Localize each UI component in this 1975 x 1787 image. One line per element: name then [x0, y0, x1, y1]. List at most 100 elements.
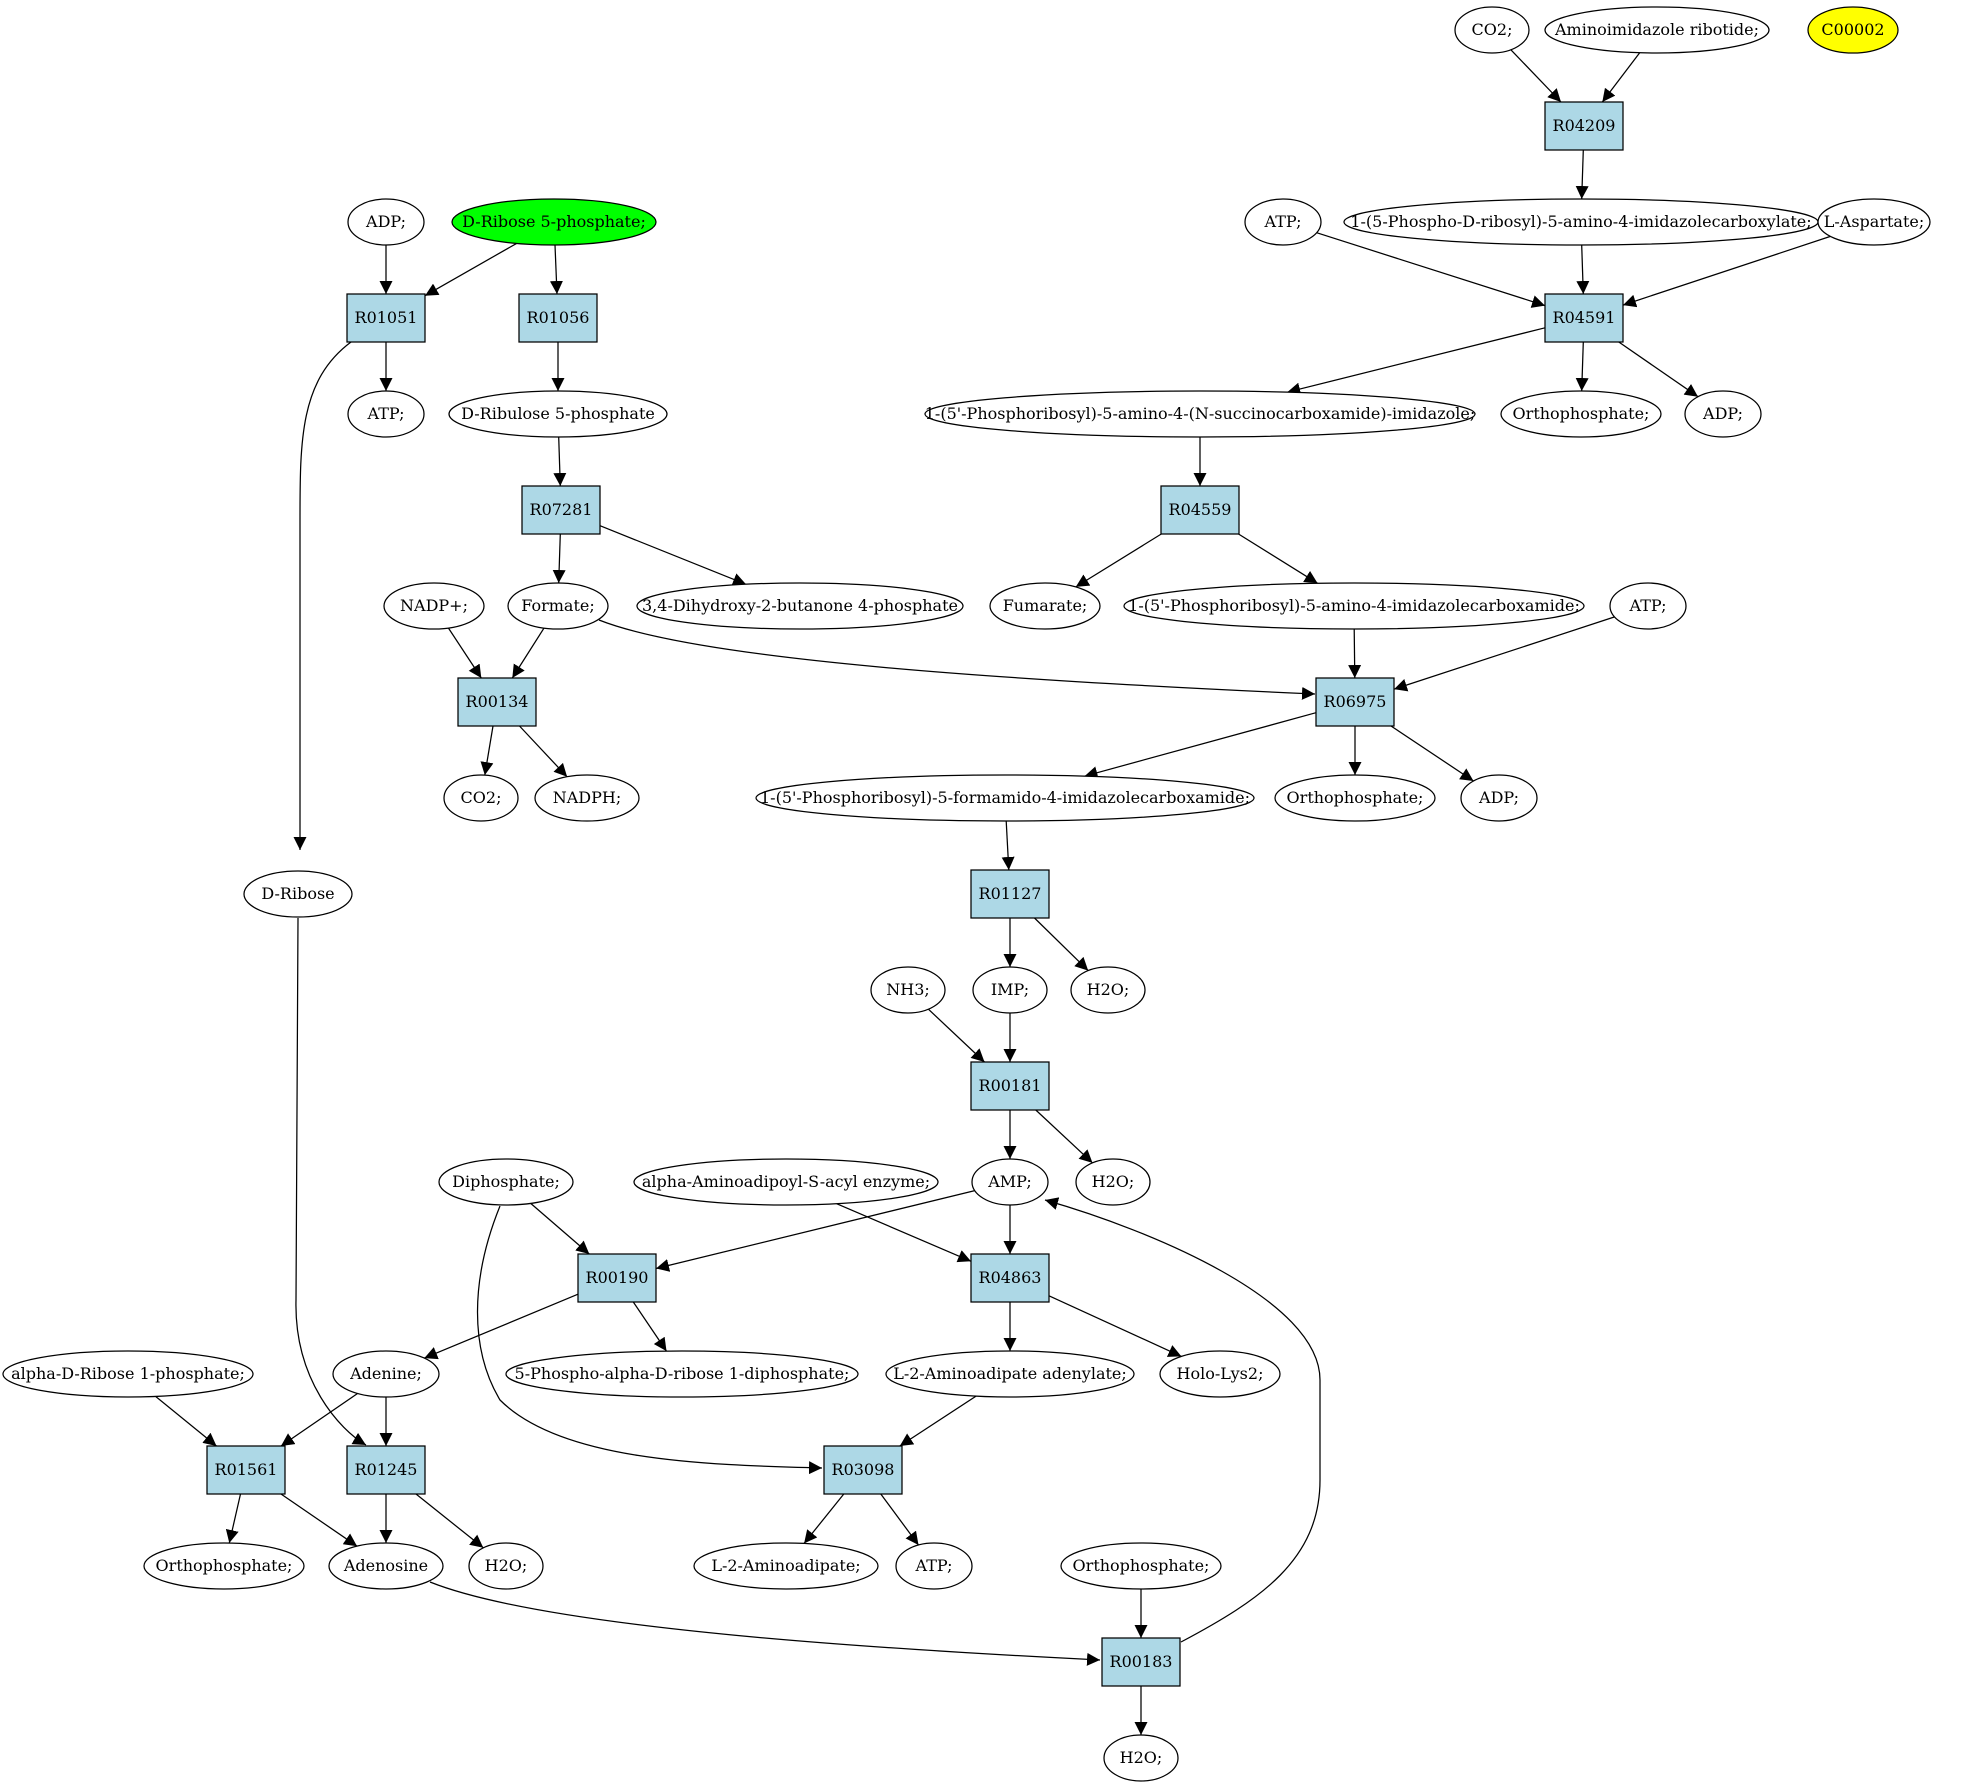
reaction-node-r00134[interactable]: R00134 [457, 677, 537, 727]
reaction-node-r00181[interactable]: R00181 [970, 1061, 1050, 1111]
reaction-box [1544, 101, 1624, 151]
edge-aminoimidazole_ribotide-to-R04209 [1601, 52, 1641, 103]
compound-node-nh3[interactable]: NH3; [870, 966, 946, 1014]
edge [295, 917, 367, 1446]
compound-node-aminoadipate-adenylate[interactable]: L-2-Aminoadipate adenylate; [885, 1350, 1135, 1398]
compound-node-fumarate[interactable]: Fumarate; [989, 582, 1101, 630]
edge [1575, 341, 1589, 392]
edge [1238, 533, 1318, 584]
reaction-label: R00181 [979, 1076, 1042, 1095]
compound-node-co2-top[interactable]: CO2; [1454, 6, 1530, 54]
compound-node-h2o-r01245[interactable]: H2O; [468, 1542, 544, 1590]
compound-node-d-ribose[interactable]: D-Ribose [243, 870, 353, 918]
edge [1084, 712, 1317, 780]
compound-node-faicar[interactable]: 1-(5'-Phosphoribosyl)-5-formamido-4-imid… [755, 774, 1255, 822]
compound-ellipse [989, 582, 1101, 630]
edge [598, 619, 1316, 700]
compound-node-atp-r01051[interactable]: ATP; [347, 390, 425, 438]
reaction-label: R06975 [1324, 692, 1387, 711]
compound-label: Orthophosphate; [156, 1556, 293, 1575]
compound-ellipse [1070, 966, 1146, 1014]
compound-node-phospho-ribosyl-carboxylate[interactable]: 1-(5-Phospho-D-ribosyl)-5-amino-4-imidaz… [1343, 198, 1819, 246]
edge [1287, 327, 1546, 396]
edge-R01127-to-h2o_r01127 [1034, 917, 1089, 972]
compound-node-orthophosphate-r00183[interactable]: Orthophosphate; [1060, 1542, 1222, 1590]
compound-label: Adenine; [349, 1364, 422, 1383]
edge [293, 341, 352, 850]
compound-node-adp-r04591[interactable]: ADP; [1684, 390, 1762, 438]
compound-node-imp[interactable]: IMP; [972, 966, 1048, 1014]
compound-label: D-Ribose [261, 884, 334, 903]
reaction-node-r06975[interactable]: R06975 [1315, 677, 1395, 727]
reaction-node-r03098[interactable]: R03098 [823, 1445, 903, 1495]
compound-label: D-Ribulose 5-phosphate [461, 404, 655, 423]
compound-node-l-aspartate[interactable]: L-Aspartate; [1817, 198, 1931, 246]
reaction-node-r00190[interactable]: R00190 [577, 1253, 657, 1303]
reaction-node-r01056[interactable]: R01056 [518, 293, 598, 343]
edge-R00190-to-adenine [424, 1293, 579, 1360]
compound-node-adenine[interactable]: Adenine; [332, 1350, 440, 1398]
compound-node-formate[interactable]: Formate; [507, 582, 609, 630]
reaction-node-r01051[interactable]: R01051 [346, 293, 426, 343]
edge-R01561-to-orthophosphate_r01561 [225, 1493, 242, 1544]
compound-label: ATP; [915, 1556, 953, 1575]
compound-node-d-ribulose-5-phosphate[interactable]: D-Ribulose 5-phosphate [448, 390, 668, 438]
compound-node-nadp-plus[interactable]: NADP+; [383, 582, 485, 630]
compound-node-l-2-aminoadipate[interactable]: L-2-Aminoadipate; [693, 1542, 879, 1590]
compound-node-dihydroxy-butanone-phosphate[interactable]: 3,4-Dihydroxy-2-butanone 4-phosphate [636, 582, 964, 630]
compound-node-orthophosphate-r06975[interactable]: Orthophosphate; [1274, 774, 1436, 822]
reaction-node-r00183[interactable]: R00183 [1101, 1637, 1181, 1687]
compound-node-amp[interactable]: AMP; [971, 1158, 1049, 1206]
compound-label: NH3; [886, 980, 930, 999]
compound-node-orthophosphate-r01561[interactable]: Orthophosphate; [143, 1542, 305, 1590]
compound-node-atp-r06975[interactable]: ATP; [1609, 582, 1687, 630]
edge-R04591-to-orthophosphate_r04591 [1575, 341, 1589, 392]
reaction-node-r01245[interactable]: R01245 [346, 1445, 426, 1495]
compound-label: L-2-Aminoadipate adenylate; [893, 1364, 1127, 1383]
edge [511, 627, 545, 679]
compound-node-h2o-r00183[interactable]: H2O; [1103, 1734, 1179, 1782]
edge [1390, 725, 1474, 782]
reaction-node-r04559[interactable]: R04559 [1160, 485, 1240, 535]
reaction-node-r04209[interactable]: R04209 [1544, 101, 1624, 151]
compound-node-h2o-r01127[interactable]: H2O; [1070, 966, 1146, 1014]
compound-ellipse [1060, 1542, 1222, 1590]
compound-label: Aminoimidazole ribotide; [1554, 20, 1759, 39]
compound-node-adp-r06975[interactable]: ADP; [1460, 774, 1538, 822]
reaction-node-r04863[interactable]: R04863 [970, 1253, 1050, 1303]
reaction-node-r01127[interactable]: R01127 [970, 869, 1050, 919]
compound-node-prpp[interactable]: 5-Phospho-alpha-D-ribose 1-diphosphate; [505, 1350, 859, 1398]
compound-node-atp-r04591[interactable]: ATP; [1244, 198, 1322, 246]
edge [1035, 1109, 1093, 1164]
compound-node-d-ribose-5-phosphate[interactable]: D-Ribose 5-phosphate; [451, 198, 657, 246]
compound-node-orthophosphate-r04591[interactable]: Orthophosphate; [1500, 390, 1662, 438]
edge [552, 533, 566, 584]
edge-R01561-to-adenosine [280, 1493, 358, 1547]
compound-node-aminoadipoyl-enzyme[interactable]: alpha-Aminoadipoyl-S-acyl enzyme; [633, 1158, 939, 1206]
compound-node-h2o-r00181[interactable]: H2O; [1075, 1158, 1151, 1206]
compound-node-holo-lys2[interactable]: Holo-Lys2; [1159, 1350, 1281, 1398]
reaction-node-r04591[interactable]: R04591 [1544, 293, 1624, 343]
compound-node-diphosphate[interactable]: Diphosphate; [438, 1158, 574, 1206]
compound-node-adenosine[interactable]: Adenosine [328, 1542, 444, 1590]
edge-R04591-to-succinocarboxamide [1287, 327, 1546, 396]
compound-node-atp-r03098[interactable]: ATP; [895, 1542, 973, 1590]
compound-node-aicar[interactable]: 1-(5'-Phosphoribosyl)-5-amino-4-imidazol… [1123, 582, 1585, 630]
compound-label: Holo-Lys2; [1177, 1364, 1264, 1383]
edge [1001, 820, 1015, 871]
compound-ellipse [448, 390, 668, 438]
compound-node-aminoimidazole-ribotide[interactable]: Aminoimidazole ribotide; [1544, 6, 1770, 54]
compound-label: L-2-Aminoadipate; [711, 1556, 860, 1575]
compound-node-c00002[interactable]: C00002 [1807, 6, 1899, 54]
reaction-node-r07281[interactable]: R07281 [521, 485, 601, 535]
compound-node-adp-top-left[interactable]: ADP; [347, 198, 425, 246]
reaction-node-r01561[interactable]: R01561 [206, 1445, 286, 1495]
compound-node-alpha-d-ribose-1-phosphate[interactable]: alpha-D-Ribose 1-phosphate; [2, 1350, 254, 1398]
edge-R07281-to-dihydroxy_butanone_phosphate [599, 525, 747, 586]
edge-atp_r04591-to-R04591 [1316, 232, 1546, 308]
compound-node-succinocarboxamide[interactable]: 1-(5'-Phosphoribosyl)-5-amino-4-(N-succi… [924, 390, 1476, 438]
compound-ellipse [755, 774, 1255, 822]
compound-node-co2-r00134[interactable]: CO2; [443, 774, 519, 822]
compound-node-nadph[interactable]: NADPH; [534, 774, 640, 822]
